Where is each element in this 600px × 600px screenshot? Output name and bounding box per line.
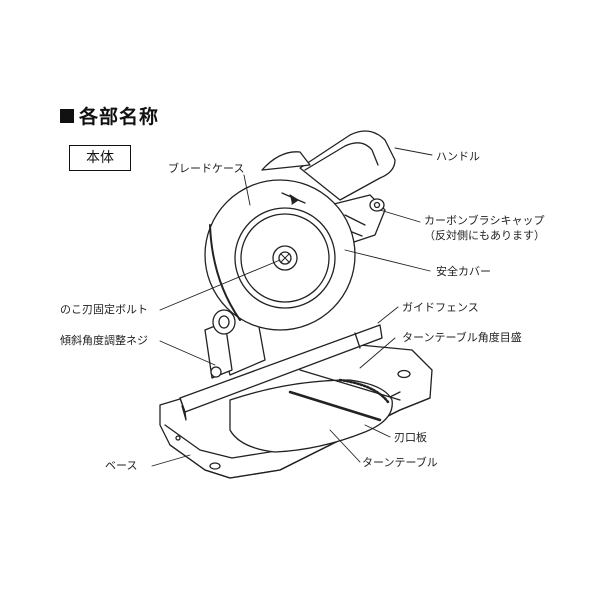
heading-text: 各部名称 — [79, 106, 160, 128]
label-blade-case: ブレードケース — [168, 162, 245, 175]
guide-fence-shape — [179, 324, 383, 421]
label-carbon-brush-cap: カーボンブラシキャップ — [424, 214, 545, 227]
section-heading: 各部名称 — [60, 102, 159, 129]
handle-shape — [261, 130, 396, 201]
label-blade-bolt: のこ刃固定ボルト — [60, 303, 148, 316]
turntable-shape — [229, 369, 401, 453]
leader-lines — [151, 147, 433, 467]
label-base: ベース — [105, 459, 138, 472]
label-safety-cover: 安全カバー — [436, 265, 491, 278]
label-guide-fence: ガイドフェンス — [402, 301, 479, 314]
label-turntable-scale: ターンテーブル角度目盛 — [402, 331, 522, 344]
subsection-box: 本体 — [69, 145, 131, 171]
square-bullet-icon — [60, 108, 74, 123]
blade-bolt-shape — [272, 245, 298, 271]
label-blade-plate: 刃口板 — [394, 431, 427, 444]
label-bevel-screw: 傾斜角度調整ネジ — [60, 334, 148, 347]
label-turntable: ターンテーブル — [362, 456, 438, 469]
label-handle: ハンドル — [436, 150, 480, 163]
label-carbon-brush-note: （反対側にもあります） — [424, 229, 545, 242]
